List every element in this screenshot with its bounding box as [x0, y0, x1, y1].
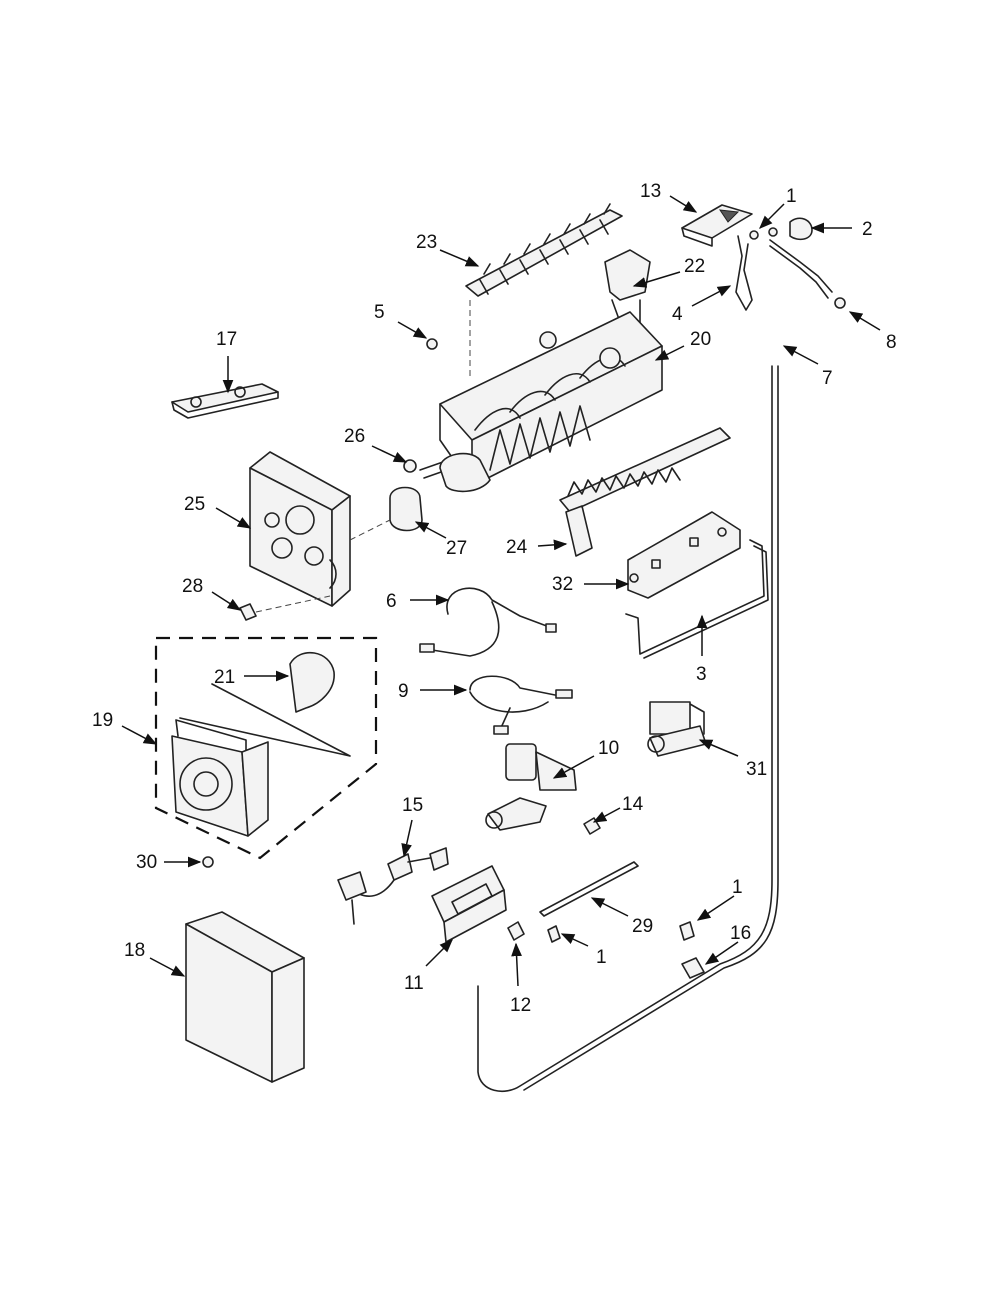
- callout-22: 22: [684, 256, 705, 277]
- callout-2: 2: [862, 219, 873, 240]
- callout-14: 14: [622, 794, 644, 815]
- part-10-water-valve: [485, 743, 577, 831]
- part-30-screw: [202, 856, 214, 868]
- part-28-nut: [239, 603, 257, 621]
- part-6-wire-harness: [419, 587, 557, 657]
- callout-13: 13: [640, 181, 661, 202]
- callout-arrows: [121, 195, 881, 987]
- callout-12: 12: [510, 995, 531, 1016]
- callout-17: 17: [216, 329, 237, 350]
- guide-line: [255, 595, 331, 613]
- callout-10: 10: [598, 738, 619, 759]
- part-4-clip: [735, 235, 753, 311]
- callout-3: 3: [696, 664, 707, 685]
- callout-9: 9: [398, 681, 409, 702]
- part-fill-tube-assembly: [749, 217, 846, 309]
- callout-23: 23: [416, 232, 437, 253]
- part-26-27-gear: [389, 452, 491, 532]
- callout-21: 21: [214, 667, 235, 688]
- part-5-nut: [426, 338, 438, 350]
- callout-20: 20: [690, 329, 711, 350]
- callout-1-right: 1: [732, 877, 743, 898]
- callout-1-top: 1: [786, 186, 797, 207]
- part-19-module-assembly: [154, 636, 378, 860]
- callout-32: 32: [552, 574, 573, 595]
- part-17-bracket: [171, 383, 279, 419]
- part-13-bracket: [681, 204, 753, 247]
- callout-24: 24: [506, 537, 528, 558]
- part-15-thermostat-harness: [337, 847, 449, 925]
- callout-29: 29: [632, 916, 653, 937]
- callout-27: 27: [446, 538, 467, 559]
- part-24-heater: [559, 427, 731, 557]
- part-21-motor: [179, 651, 351, 757]
- callout-labels: 13 1 2 23 22 4 8 5 20 7 17 26 25 27 24 3…: [92, 181, 897, 1016]
- part-7-water-tube: [477, 365, 779, 1093]
- callout-18: 18: [124, 940, 145, 961]
- part-1-16-clamp: [679, 921, 705, 979]
- part-9-wire-harness: [469, 675, 573, 735]
- callout-25: 25: [184, 494, 205, 515]
- callout-28: 28: [182, 576, 203, 597]
- part-23-ejector: [465, 203, 623, 297]
- part-12-screw: [507, 921, 525, 941]
- part-11-mounting-bracket: [431, 865, 507, 943]
- part-19-module-body: [171, 719, 269, 837]
- callout-15: 15: [402, 795, 423, 816]
- callout-19: 19: [92, 710, 113, 731]
- part-31-valve: [647, 701, 707, 757]
- callout-26: 26: [344, 426, 365, 447]
- guide-line: [349, 519, 391, 541]
- callout-30: 30: [136, 852, 157, 873]
- callout-11: 11: [404, 973, 424, 994]
- callout-31: 31: [746, 759, 767, 780]
- callout-5: 5: [374, 302, 385, 323]
- part-18-ice-bin: [185, 911, 305, 1083]
- part-1-screw-middle: [547, 925, 561, 943]
- part-29-rod: [539, 861, 639, 917]
- callout-4: 4: [672, 304, 683, 325]
- part-32-shield: [627, 511, 741, 599]
- part-25-control-housing: [249, 451, 351, 607]
- callout-8: 8: [886, 332, 897, 353]
- callout-6: 6: [386, 591, 397, 612]
- callout-1-middle: 1: [596, 947, 607, 968]
- callout-7: 7: [822, 368, 833, 389]
- callout-16: 16: [730, 923, 751, 944]
